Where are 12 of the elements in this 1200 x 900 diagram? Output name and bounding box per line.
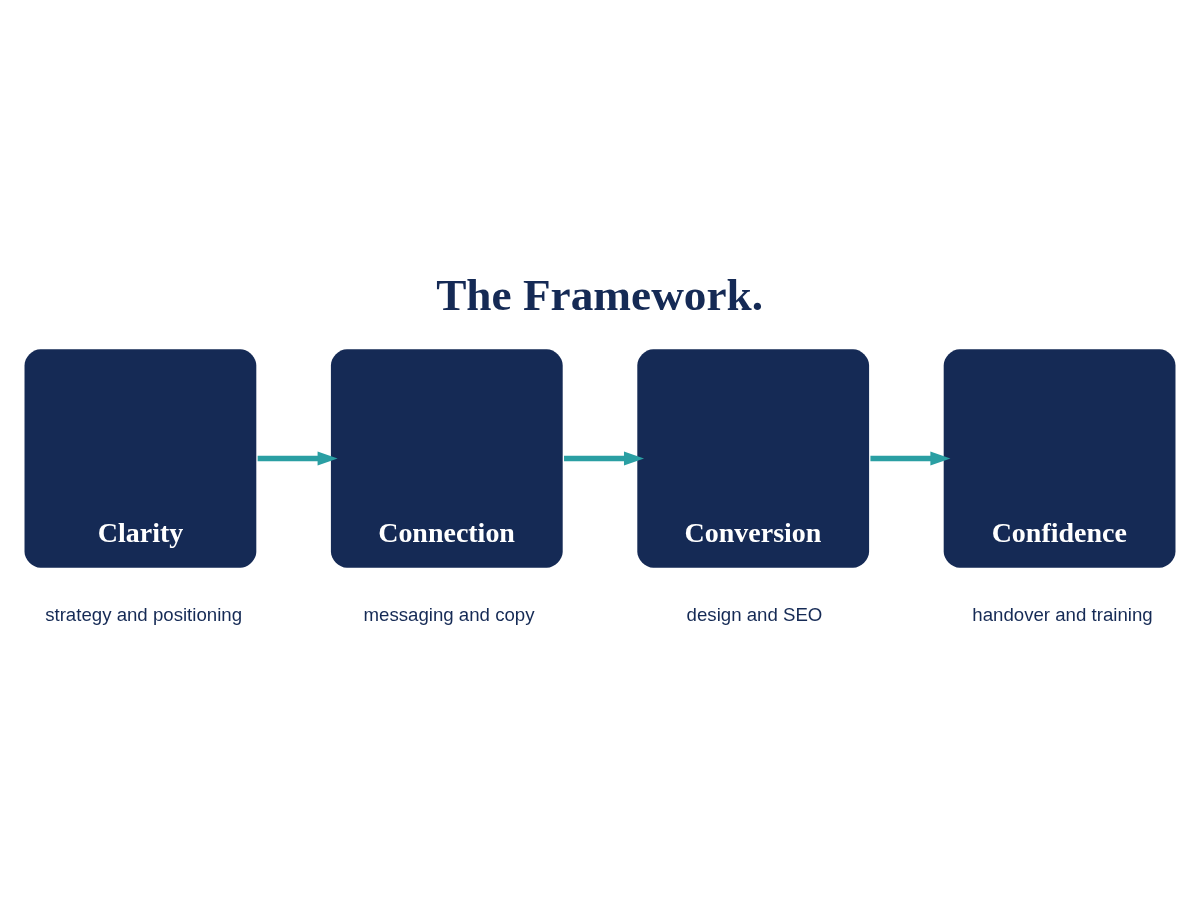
node-label: strategy and positioning xyxy=(45,603,243,625)
arrow xyxy=(257,450,338,465)
node-label: messaging and copy xyxy=(363,603,535,625)
node-label: design and SEO xyxy=(686,603,823,625)
node-box: Connection xyxy=(330,348,563,568)
node-box: Confidence xyxy=(943,348,1176,568)
arrow xyxy=(870,450,951,465)
arrow xyxy=(564,450,645,465)
node-label: handover and training xyxy=(972,603,1153,625)
node-box: Clarity xyxy=(24,348,257,568)
node-box: Conversion xyxy=(637,348,870,568)
diagram-title: The Framework. xyxy=(436,269,764,320)
